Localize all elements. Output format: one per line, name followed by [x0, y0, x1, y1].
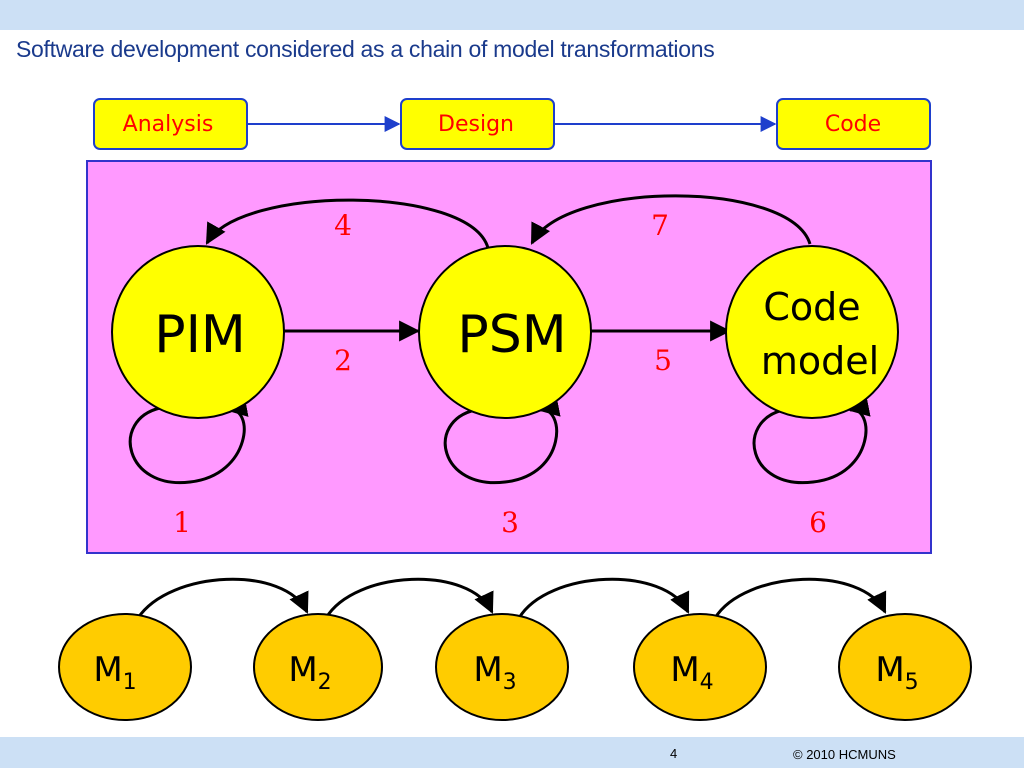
self-loop-code — [752, 396, 871, 485]
arc-code-to-psm — [530, 194, 812, 245]
transformation-label-6: 6 — [809, 506, 827, 539]
chain-model-m1 — [58, 613, 192, 721]
pim-label: PIM — [154, 305, 246, 365]
chain-model-m2 — [253, 613, 383, 721]
top-band — [0, 0, 1024, 30]
self-loop-pim — [128, 396, 249, 485]
code-model-label-line2: model — [761, 339, 879, 383]
chain-arc-m1-m2 — [136, 577, 309, 619]
psm-node — [418, 245, 592, 419]
phase-code-box — [776, 98, 931, 150]
psm-label: PSM — [457, 305, 566, 365]
code-model-node — [725, 245, 899, 419]
page-number: 4 — [670, 746, 678, 761]
phase-row: Analysis Design Code — [93, 98, 931, 150]
code-model-label-line1: Code — [763, 285, 860, 329]
phase-code-label: Code — [825, 112, 881, 137]
slide-title: Software development considered as a cha… — [16, 36, 715, 62]
bottom-band — [0, 737, 1024, 768]
arc-psm-to-pim — [205, 198, 490, 249]
chain-model-m3 — [435, 613, 569, 721]
chain-arc-m4-m5 — [713, 577, 887, 619]
transformation-label-1: 1 — [173, 506, 191, 539]
transformation-label-2: 2 — [334, 344, 352, 377]
chain-model-m4-label: M4 — [670, 650, 713, 695]
chain-arc-m3-m4 — [517, 577, 690, 619]
chain-model-m5 — [838, 613, 972, 721]
pim-node — [111, 245, 285, 419]
chain-arc-m2-m3 — [324, 577, 494, 619]
phase-design-label: Design — [438, 112, 514, 137]
chain-model-m3-label: M3 — [473, 650, 516, 695]
chain-model-m5-label: M5 — [875, 650, 918, 695]
phase-analysis-box — [93, 98, 248, 150]
chain-model-m1-label: M1 — [93, 650, 136, 695]
phase-analysis-label: Analysis — [123, 112, 214, 137]
transformation-label-5: 5 — [654, 344, 672, 377]
copyright-notice: © 2010 HCMUNS — [793, 747, 896, 762]
self-loop-psm — [443, 396, 561, 485]
transformation-label-3: 3 — [501, 506, 519, 539]
chain-model-m4 — [633, 613, 767, 721]
transformation-label-7: 7 — [651, 209, 669, 242]
phase-design-box — [400, 98, 555, 150]
chain-model-m2-label: M2 — [288, 650, 331, 695]
transformation-label-4: 4 — [334, 209, 352, 242]
